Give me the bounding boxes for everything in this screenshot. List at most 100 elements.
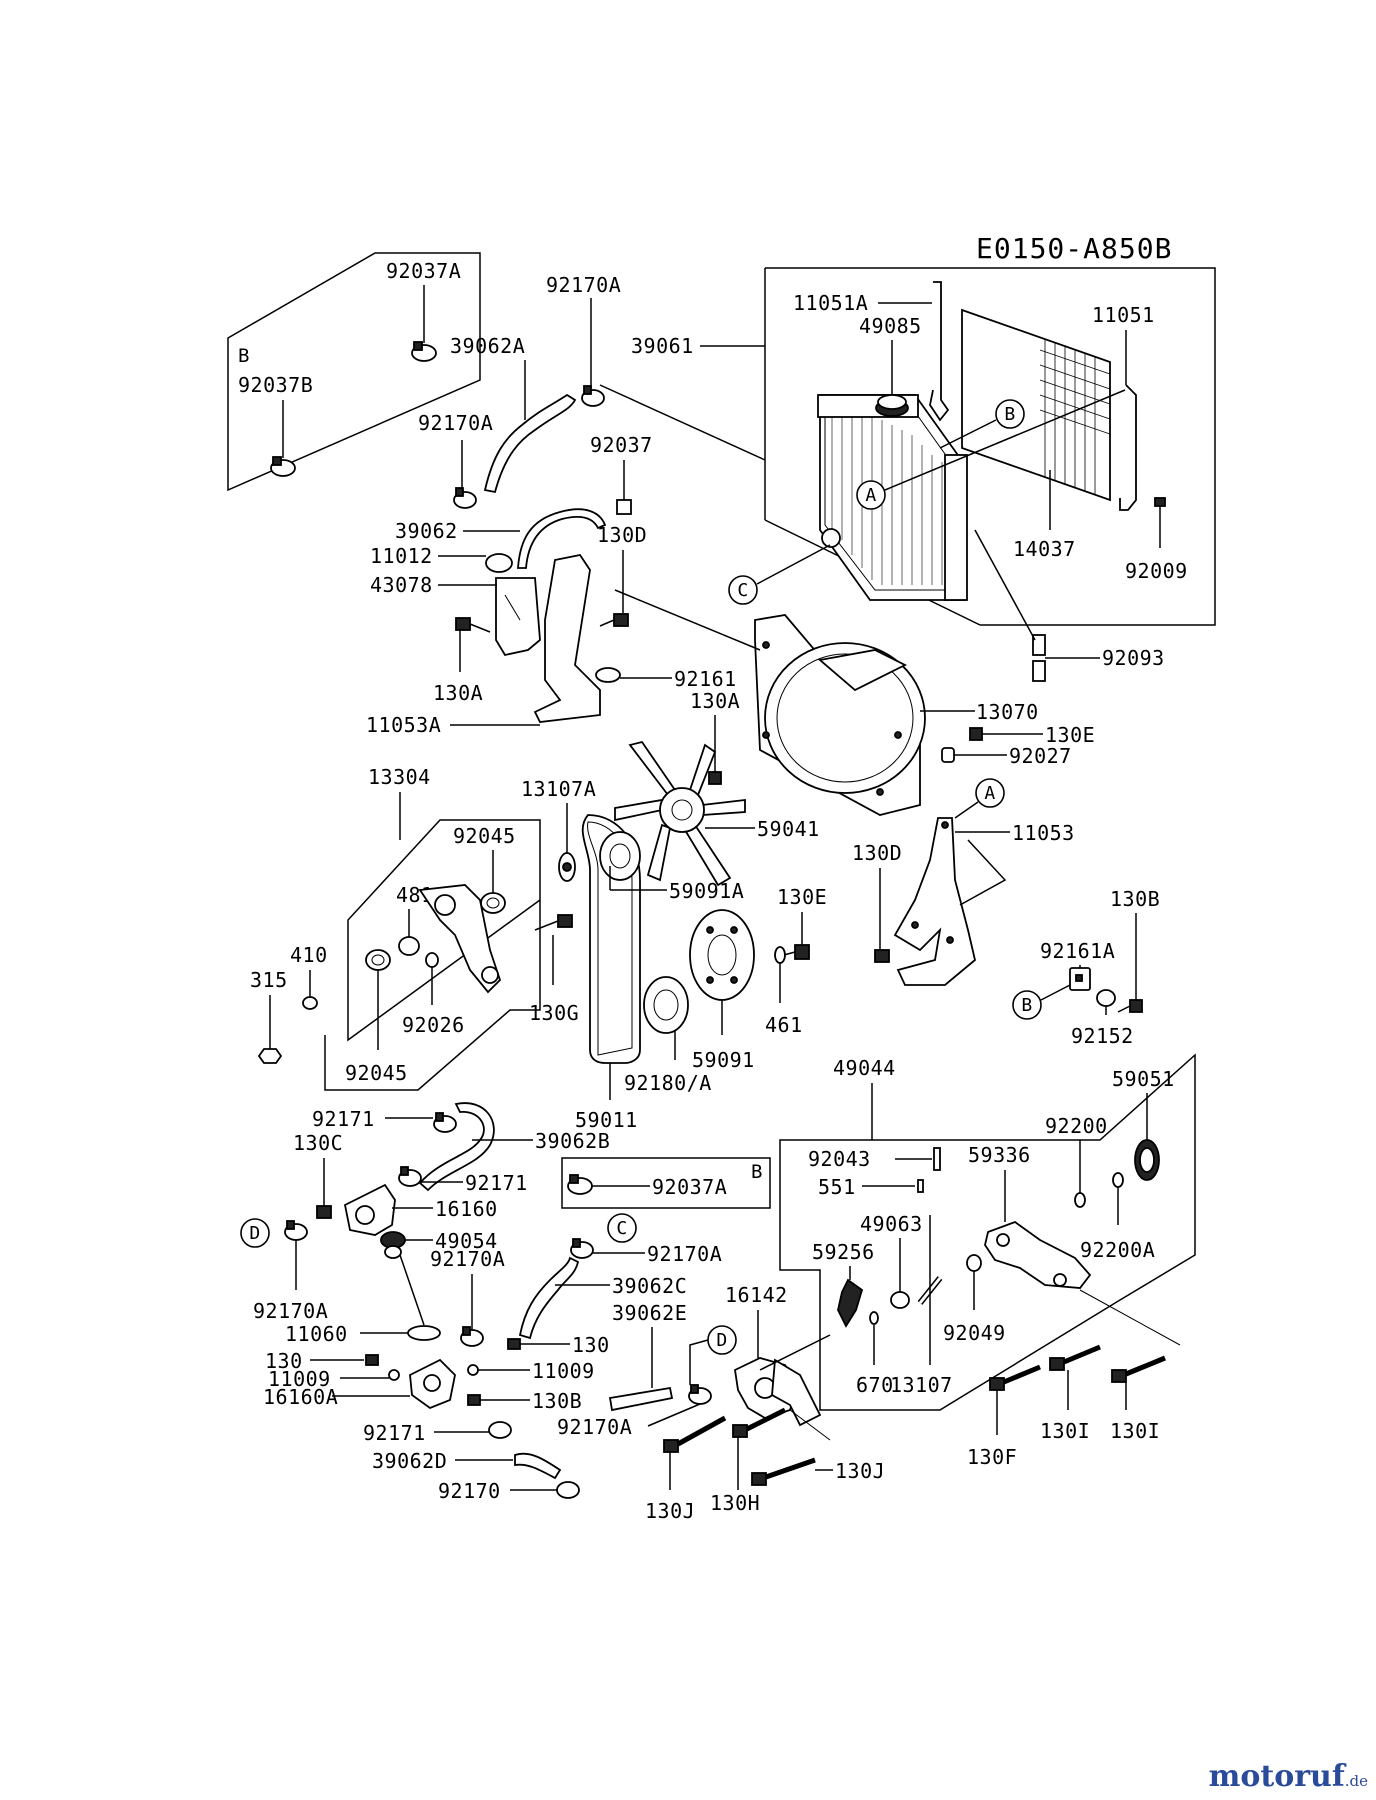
hose-39062E-icon <box>608 1386 674 1412</box>
label-16160A: 16160A <box>263 1385 338 1409</box>
grommet-92161-icon <box>595 667 621 683</box>
watermark-brand: motoruf <box>1208 1759 1345 1794</box>
spacer-92026-icon <box>425 952 439 968</box>
bolt-130B-bottom-icon <box>467 1394 481 1406</box>
label-59051: 59051 <box>1112 1067 1175 1091</box>
bolt-92009-icon <box>1154 497 1166 507</box>
housing-16160A-icon <box>409 1358 456 1410</box>
callout-letter-d-2: D <box>716 1330 727 1351</box>
label-13107: 13107 <box>890 1373 953 1397</box>
label-92161: 92161 <box>674 667 737 691</box>
leader-92093-diag <box>974 529 1036 641</box>
clamp-92170A-c-icon <box>570 1238 594 1259</box>
label-92037B: 92037B <box>238 373 313 397</box>
bolt-130I-a-icon <box>1049 1344 1101 1371</box>
callout-c-lower: C <box>607 1213 637 1243</box>
ring-670-icon <box>869 1311 879 1325</box>
screen-14037-icon <box>961 308 1111 502</box>
label-11053: 11053 <box>1012 821 1075 845</box>
clamp-92037A-icon <box>411 341 437 362</box>
bolt-130D-top-icon <box>599 613 629 627</box>
label-11009-right: 11009 <box>532 1359 595 1383</box>
label-59336: 59336 <box>968 1143 1031 1167</box>
bolt-130D-mid-icon <box>874 949 890 963</box>
label-59011: 59011 <box>575 1108 638 1132</box>
callout-c-radiator: C <box>728 575 758 605</box>
washer-461-icon <box>774 946 786 964</box>
rubber-92161A-icon <box>1069 967 1091 991</box>
label-92200: 92200 <box>1045 1114 1108 1138</box>
seal-92049-icon <box>966 1254 982 1272</box>
impeller-59256-icon <box>837 1278 864 1328</box>
label-130H: 130H <box>710 1491 760 1515</box>
label-49063: 49063 <box>860 1212 923 1236</box>
label-130B-right: 130B <box>1110 887 1160 911</box>
clamp-box-b-bottom: B 92037A <box>561 1157 771 1209</box>
label-49054: 49054 <box>435 1229 498 1253</box>
label-410: 410 <box>290 943 328 967</box>
radiator-group-frame <box>765 267 1216 626</box>
callout-letter-b-2: B <box>1021 995 1032 1016</box>
label-130I-a: 130I <box>1040 1419 1090 1443</box>
label-92045-top: 92045 <box>453 824 516 848</box>
callout-d-left: D <box>240 1218 270 1248</box>
tank-cap-11012-icon <box>485 553 513 573</box>
clamp-box-b: B 92037A 92037B <box>227 252 481 492</box>
label-92170A-mid: 92170A <box>430 1247 505 1271</box>
label-39062: 39062 <box>395 519 458 543</box>
pulley-13107A-icon <box>558 852 576 882</box>
radiator-frame-leader <box>599 384 766 461</box>
clamp-92171-top-icon <box>433 1112 457 1133</box>
label-11053A: 11053A <box>366 713 441 737</box>
label-130I-b: 130I <box>1110 1419 1160 1443</box>
leader-92170A-bottom <box>647 1403 701 1427</box>
leader-11060-up <box>399 1254 425 1326</box>
cushion-92027-icon <box>941 747 955 763</box>
callout-a-bracket: A <box>975 778 1005 808</box>
key-551-icon <box>917 1179 924 1193</box>
pulley-59091-icon <box>689 909 755 1001</box>
hose-39062B-icon <box>418 1102 495 1192</box>
label-92170A-left: 92170A <box>418 411 493 435</box>
label-11012: 11012 <box>370 544 433 568</box>
box-letter-b: B <box>238 345 250 367</box>
leader-callout-b <box>939 419 997 449</box>
label-130A-mid: 130A <box>690 689 740 713</box>
leader-callout-a <box>884 389 1126 491</box>
idler-group-13304-frame <box>347 819 541 1042</box>
label-130G: 130G <box>529 1001 579 1025</box>
bracket-11051-icon <box>1119 384 1137 511</box>
bolt-130E-top-icon <box>969 727 998 741</box>
upper-hose-39062A <box>483 393 577 494</box>
label-130B-bottom: 130B <box>532 1389 582 1413</box>
label-130-left: 130 <box>265 1349 303 1373</box>
box-letter-b-bottom: B <box>751 1161 763 1183</box>
label-130J-left: 130J <box>645 1499 695 1523</box>
circlip-481-icon <box>398 936 420 956</box>
callout-letter-a: A <box>865 485 876 506</box>
label-92170: 92170 <box>438 1479 501 1503</box>
label-13304: 13304 <box>368 765 431 789</box>
label-39062B: 39062B <box>535 1129 610 1153</box>
oring-11009-left-icon <box>388 1369 400 1381</box>
tank-bracket-11053A-icon <box>533 553 601 723</box>
label-670: 670 <box>856 1373 894 1397</box>
bolt-130J-left-icon <box>663 1415 727 1453</box>
label-130E-mid: 130E <box>777 885 827 909</box>
bearing-92045-top-icon <box>480 892 506 914</box>
label-16160: 16160 <box>435 1197 498 1221</box>
callout-letter-a-2: A <box>984 783 995 804</box>
leader-callout-a-2 <box>954 801 979 819</box>
clamp-92170A-leftd-icon <box>284 1220 308 1241</box>
bolt-130J-right-icon <box>751 1457 816 1486</box>
radiator-cap-49085-icon <box>875 394 909 417</box>
label-92037A-bottom: 92037A <box>652 1175 727 1199</box>
label-130-right: 130 <box>572 1333 610 1357</box>
label-92045-bottom: 92045 <box>345 1061 408 1085</box>
callout-letter-c: C <box>737 580 748 601</box>
label-92170A-leftd: 92170A <box>253 1299 328 1323</box>
radiator-fins <box>831 415 943 585</box>
bolt-130F-icon <box>989 1364 1041 1391</box>
label-11060: 11060 <box>285 1322 348 1346</box>
label-461: 461 <box>765 1013 803 1037</box>
